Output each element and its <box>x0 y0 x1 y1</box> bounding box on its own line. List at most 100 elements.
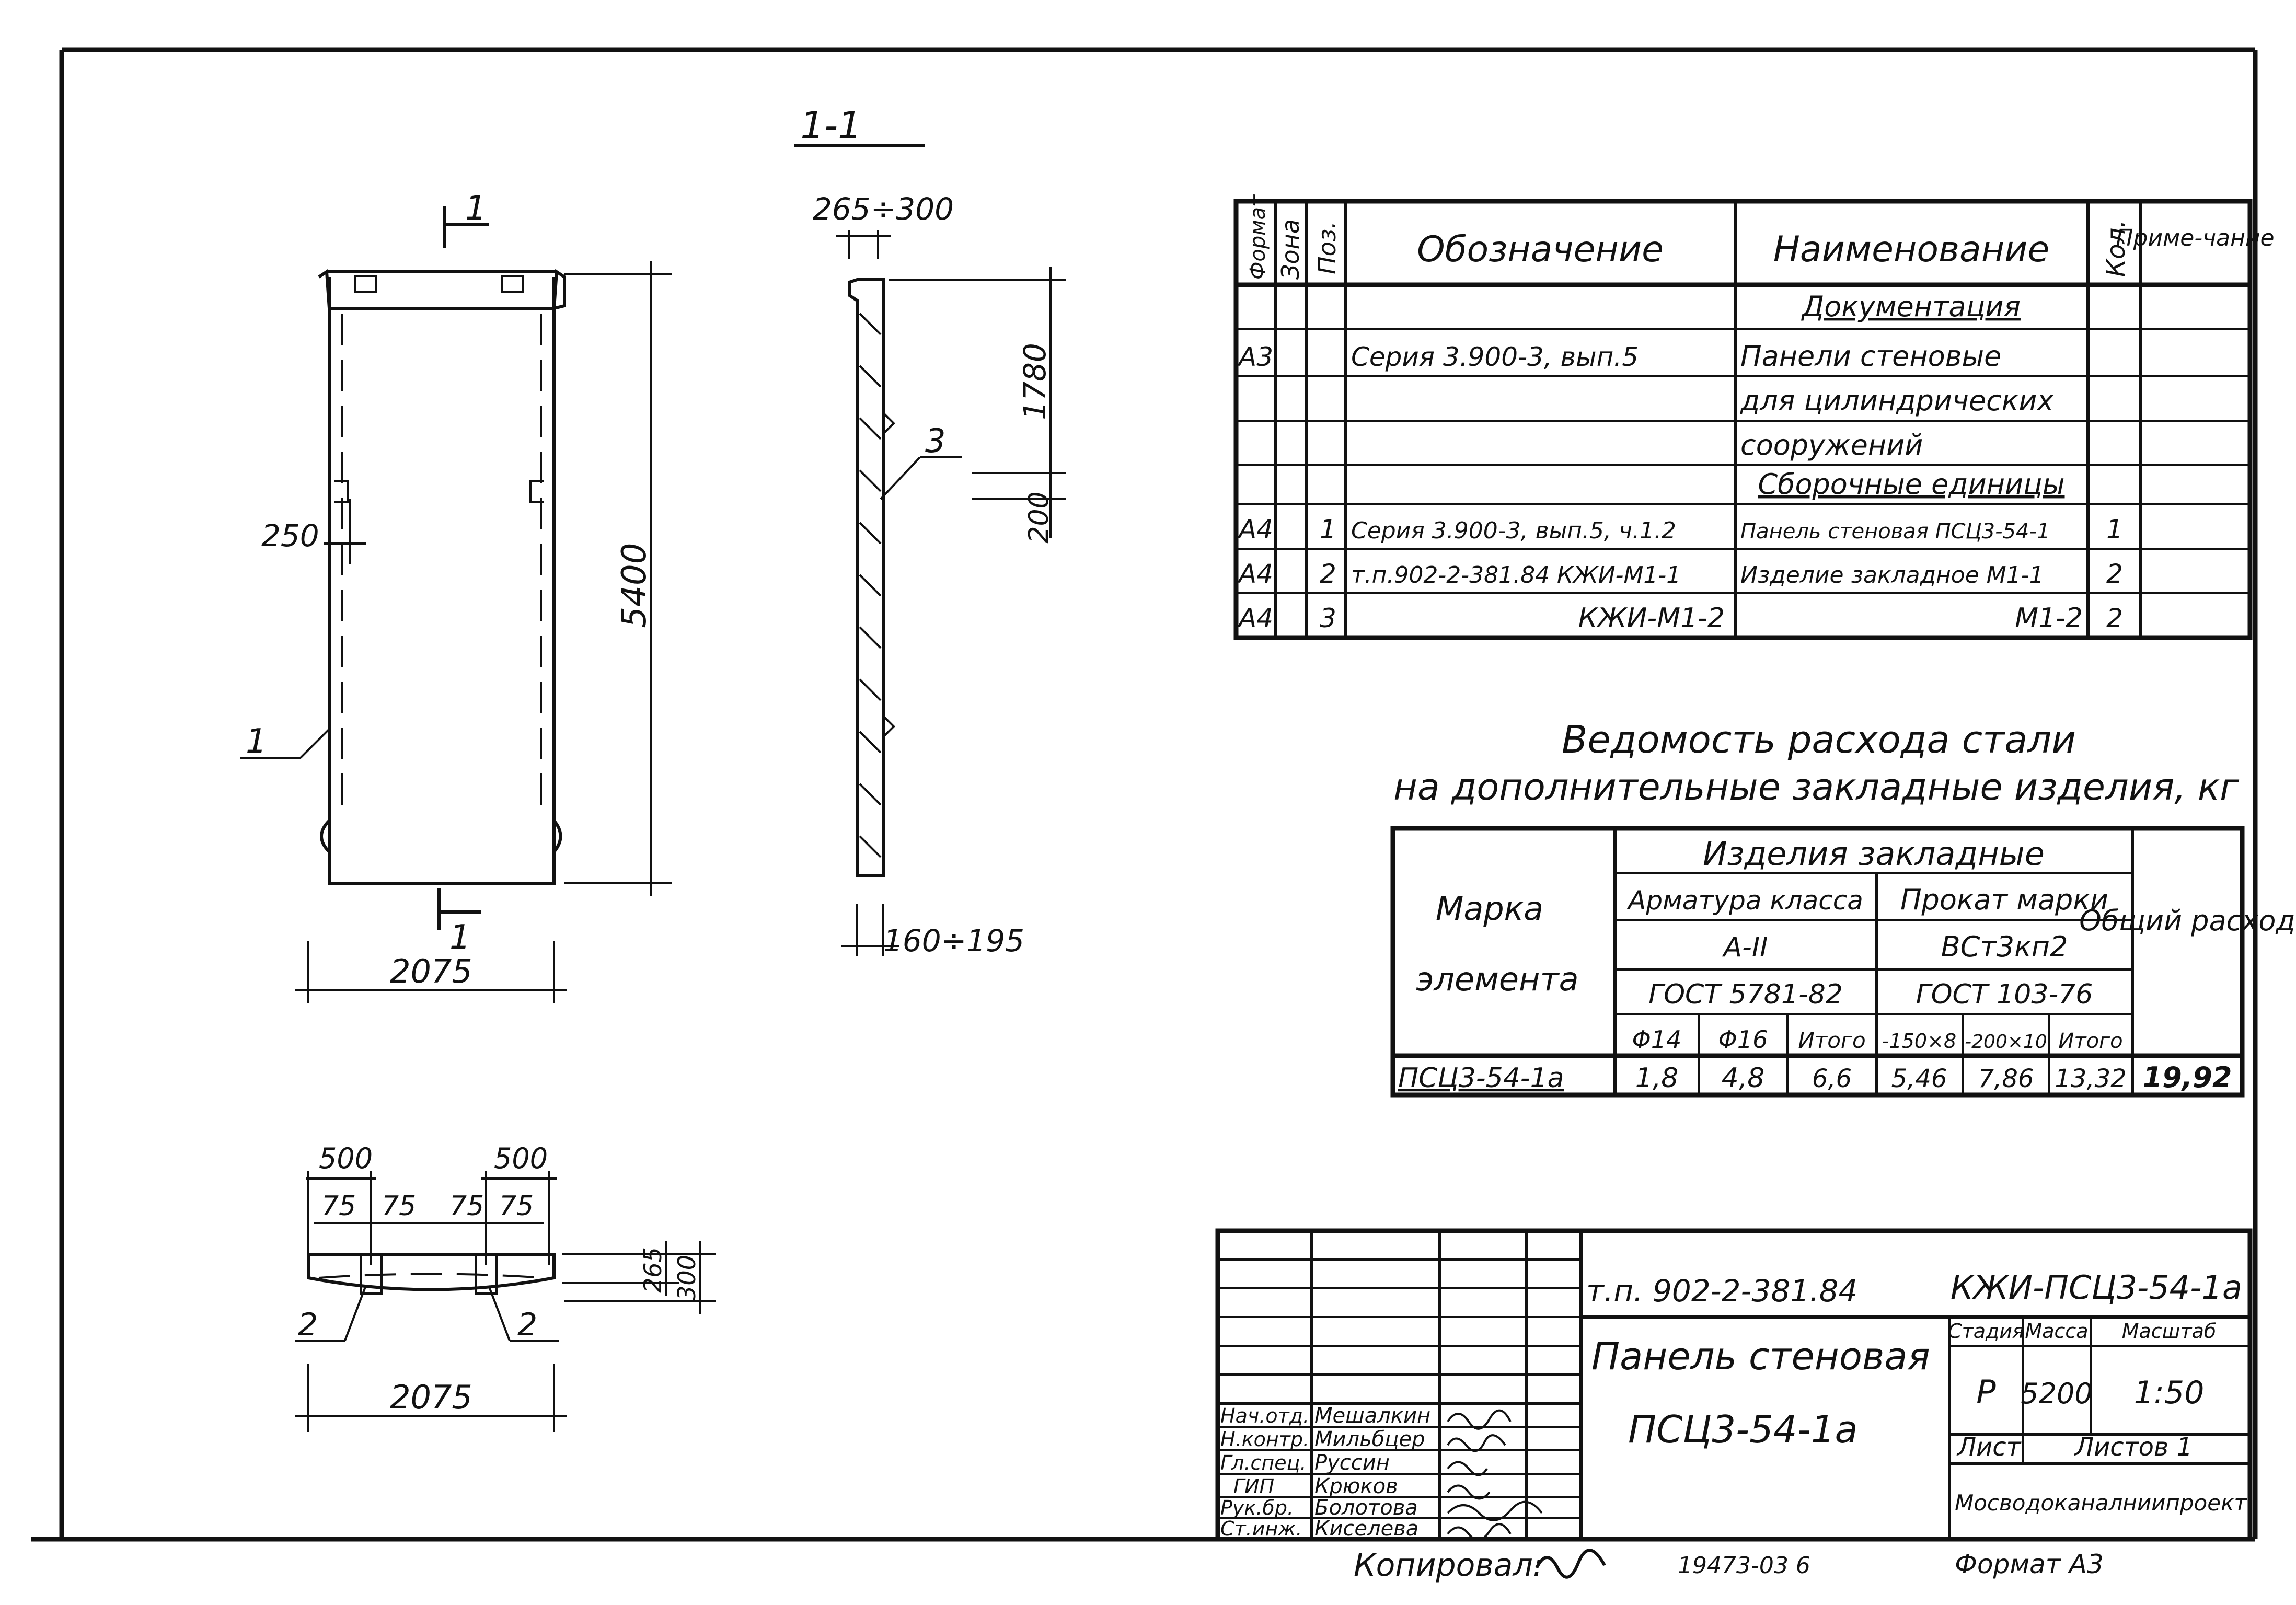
tb-scale: 1:50 <box>2134 1375 2205 1411</box>
tb-role-5: Ст.инж. <box>1220 1517 1302 1540</box>
tb-project-code: т.п. 902-2-381.84 <box>1586 1273 1857 1309</box>
steel-row-v4: 7,86 <box>1978 1064 2034 1093</box>
steel-total-header: Общий расход <box>2079 904 2295 937</box>
plan-dim-500-right: 500 <box>494 1142 548 1175</box>
plan-dim-width: 2075 <box>390 1378 472 1416</box>
plan-dim-265: 265 <box>639 1247 667 1293</box>
plan-dim-500-left: 500 <box>319 1142 373 1175</box>
steel-row-total: 19,92 <box>2143 1061 2232 1094</box>
spec-row-6-qty: 2 <box>2106 559 2123 589</box>
steel-prokat-grade: ВСт3кп2 <box>1941 930 2068 963</box>
spec-row-0-name: Документация <box>1801 290 2021 323</box>
front-dim-250: 250 <box>261 518 319 553</box>
side-dim-1780: 1780 <box>1017 343 1053 420</box>
steel-mark-header-1: Марка <box>1436 890 1543 928</box>
plan-leader-2-left: 2 <box>298 1307 318 1343</box>
panel-outline <box>328 277 556 885</box>
signatures <box>1447 1409 1543 1541</box>
steel-row-mark: ПСЦ3-54-1а <box>1398 1063 1564 1094</box>
steel-row-v5: 13,32 <box>2055 1064 2126 1093</box>
steel-prokat-gost: ГОСТ 103-76 <box>1916 979 2093 1010</box>
spec-row-7-qty: 2 <box>2106 603 2123 633</box>
steel-col-total-arm: Итого <box>1798 1027 1865 1053</box>
steel-col-200x10: -200×10 <box>1965 1031 2047 1053</box>
plan-dim-300: 300 <box>673 1255 701 1301</box>
steel-col-150x8: -150×8 <box>1882 1030 1956 1053</box>
spec-row-5-name: Панель стеновая ПСЦ3-54-1 <box>1740 519 2050 544</box>
tb-sheets-label: Листов 1 <box>2074 1433 2193 1462</box>
tb-name-2: Руссин <box>1314 1451 1390 1475</box>
spec-row-7-pos: 3 <box>1320 603 1336 633</box>
tb-role-4: Рук.бр. <box>1220 1496 1294 1519</box>
tb-mass: 5200 <box>2021 1377 2092 1410</box>
spec-header-designation: Обозначение <box>1417 229 1664 270</box>
plan-view: 500 500 75 75 75 75 2 2 265 300 <box>295 1142 716 1432</box>
plan-outline <box>307 1253 556 1291</box>
spec-row-2-name: для цилиндрических <box>1740 384 2055 417</box>
spec-row-7-designation: КЖИ-М1-2 <box>1578 603 1725 634</box>
plan-dim-75-c: 75 <box>449 1191 484 1222</box>
copied-signature <box>1535 1549 1606 1579</box>
tb-name-5: Киселева <box>1314 1517 1418 1541</box>
spec-row-6-format: А4 <box>1237 559 1273 589</box>
steel-group-header: Изделия закладные <box>1703 835 2045 873</box>
steel-title-line1: Ведомость расхода стали <box>1562 718 2076 761</box>
side-dim-bottom: 160÷195 <box>883 923 1024 959</box>
steel-armatura-gost: ГОСТ 5781-82 <box>1648 979 1843 1010</box>
spec-header-name: Наименование <box>1773 229 2049 270</box>
spec-row-5-designation: Серия 3.900-3, вып.5, ч.1.2 <box>1351 517 1676 544</box>
steel-row-v2: 6,6 <box>1812 1064 1852 1093</box>
steel-col-f16: Φ16 <box>1718 1025 1768 1054</box>
steel-table: Марка элемента Изделия закладные Арматур… <box>1390 826 2295 1098</box>
tb-role-2: Гл.спец. <box>1220 1451 1307 1474</box>
side-section-outline <box>848 278 885 877</box>
tb-stage: Р <box>1976 1373 1996 1411</box>
tb-role-3: ГИП <box>1233 1475 1274 1498</box>
side-dim-top: 265÷300 <box>813 191 954 227</box>
steel-armatura-class: А-II <box>1722 932 1768 963</box>
tb-title-line2: ПСЦ3-54-1а <box>1628 1407 1858 1451</box>
plan-dim-75-b: 75 <box>382 1191 416 1222</box>
spec-row-7-format: А4 <box>1237 603 1273 633</box>
steel-col-f14: Φ14 <box>1632 1025 1682 1054</box>
front-dim-height: 5400 <box>615 543 654 628</box>
tb-role-1: Н.контр. <box>1220 1428 1309 1451</box>
tb-sheet-label: Лист <box>1956 1433 2022 1462</box>
plan-dim-75-a: 75 <box>321 1191 356 1222</box>
tb-mass-label: Масса <box>2025 1320 2088 1343</box>
tb-name-1: Мильбцер <box>1314 1427 1425 1451</box>
spec-header-qty: Кол. <box>2102 220 2131 277</box>
spec-row-1-format: А3 <box>1237 342 1273 372</box>
spec-header-note: Приме-чание <box>2116 225 2274 251</box>
spec-row-5-qty: 1 <box>2106 514 2123 545</box>
spec-row-5-pos: 1 <box>1320 514 1336 545</box>
tb-scale-label: Масштаб <box>2122 1320 2217 1343</box>
steel-col-total-prokat: Итого <box>2058 1029 2122 1053</box>
steel-prokat-header: Прокат марки <box>1900 883 2108 916</box>
steel-armatura-header: Арматура класса <box>1626 885 1863 916</box>
tb-doc-code: КЖИ-ПСЦ3-54-1а <box>1951 1268 2242 1307</box>
footer-inventory: 19473-03 6 <box>1678 1552 1810 1579</box>
spec-row-6-designation: т.п.902-2-381.84 КЖИ-М1-1 <box>1351 562 1681 588</box>
spec-row-1-designation: Серия 3.900-3, вып.5 <box>1351 342 1639 372</box>
spec-header-pos: Поз. <box>1313 221 1341 274</box>
section-label: 1-1 <box>800 103 862 147</box>
tb-name-4: Болотова <box>1314 1496 1418 1520</box>
spec-row-7-name: М1-2 <box>2015 603 2083 634</box>
spec-header-format: Формат <box>1246 194 1270 280</box>
steel-row-v0: 1,8 <box>1635 1063 1679 1094</box>
title-block: т.п. 902-2-381.84 КЖИ-ПСЦ3-54-1а Панель … <box>1215 1228 2253 1542</box>
spec-row-4-name: Сборочные единицы <box>1758 468 2064 501</box>
tb-organization: Мосводоканалниипроект <box>1955 1490 2247 1516</box>
spec-row-6-name: Изделие закладное М1-1 <box>1740 562 2044 588</box>
section-mark-top-label: 1 <box>465 189 487 228</box>
spec-header-zone: Зона <box>1276 219 1305 280</box>
spec-row-3-name: сооружений <box>1740 429 1923 461</box>
spec-row-1-name: Панели стеновые <box>1740 340 2001 373</box>
footer-format: Формат А3 <box>1955 1549 2104 1579</box>
side-view: 265÷300 1780 200 3 160÷195 <box>813 191 1066 959</box>
tb-role-0: Нач.отд. <box>1220 1404 1309 1427</box>
side-dim-200: 200 <box>1023 491 1055 543</box>
tb-title-line1: Панель стеновая <box>1591 1334 1930 1378</box>
